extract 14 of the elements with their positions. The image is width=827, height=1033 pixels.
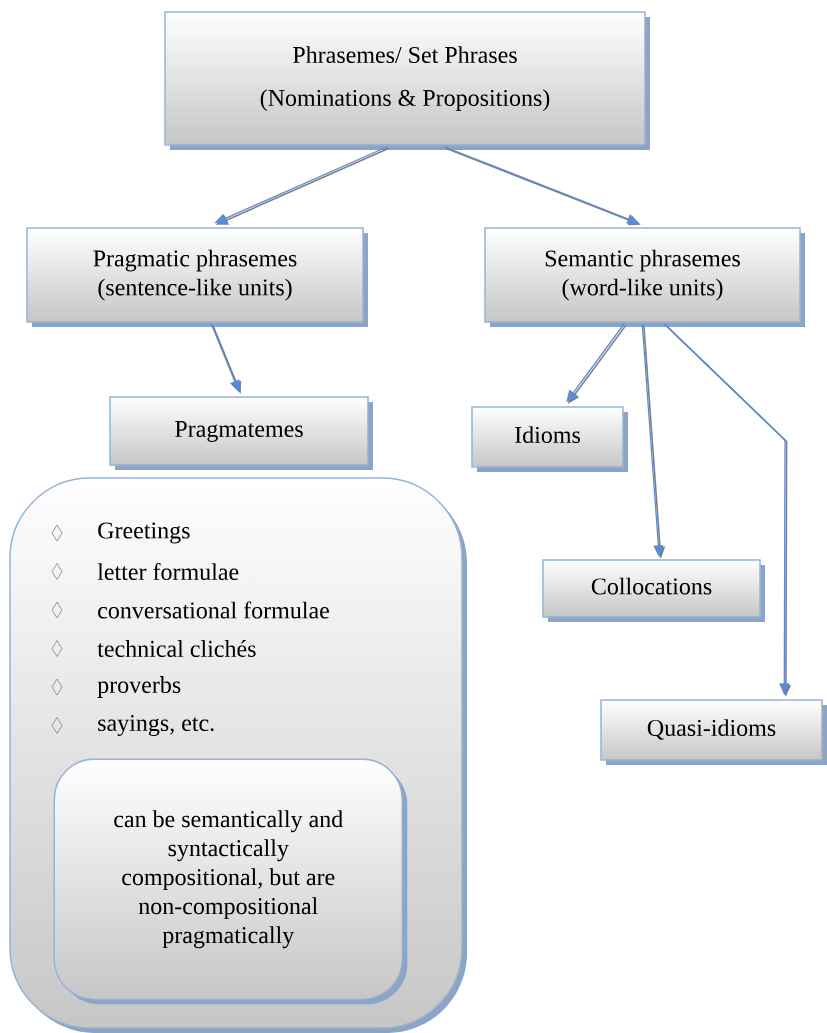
category-box: Idioms [471, 406, 628, 472]
category-box: Phrasemes/ Set Phrases (Nominations & Propositions) [164, 11, 650, 150]
list-item: conversational formulae [51, 601, 329, 619]
category-box: Collocations [542, 559, 765, 622]
category-box: Quasi-idioms [600, 699, 827, 765]
category-box: Semantic phrasemes (word-like units) [484, 227, 805, 327]
list-item: technical clichés [51, 640, 256, 657]
category-box: Pragmatemes [109, 396, 373, 470]
rounded-box: can be semantically and syntactically compositional, but are non-compositional pragmatically [53, 758, 408, 1005]
list-item: sayings, etc. [51, 715, 214, 737]
category-box: Pragmatic phrasemes (sentence-like units) [26, 227, 368, 327]
list-item: letter formulae [51, 562, 239, 581]
list-item: Greetings [51, 522, 190, 544]
list-item: proverbs [51, 676, 181, 698]
